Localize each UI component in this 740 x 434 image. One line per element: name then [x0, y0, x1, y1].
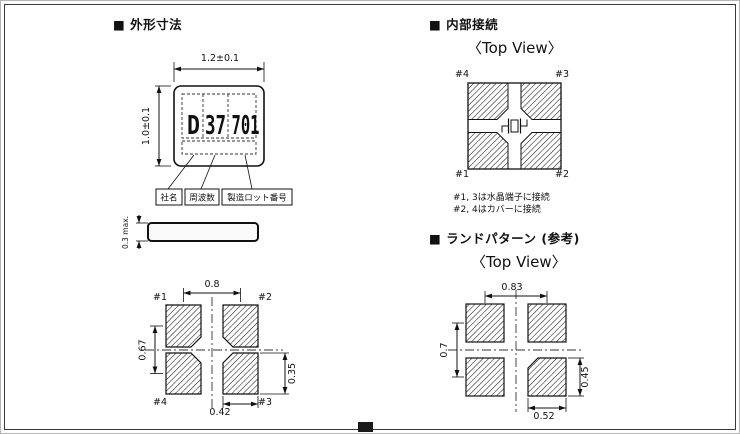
- dim-land-pad-width: 0.52: [527, 398, 567, 422]
- package-body: [173, 85, 265, 167]
- internal-pad-3: [520, 82, 562, 120]
- dim-package-height-value: 1.0±0.1: [141, 107, 152, 145]
- dim-pad-pitch-vertical: 0.67: [138, 325, 163, 374]
- label-frequency-text: 周波数: [189, 193, 215, 204]
- leader-line: [200, 154, 216, 190]
- dim-land-pad-height: 0.45: [568, 357, 591, 397]
- crystal-lead-right: [520, 119, 528, 127]
- land-topview-label: 〈Top View〉: [471, 253, 567, 271]
- outline-section-title: ■ 外形寸法: [113, 17, 183, 32]
- pad-1: [165, 304, 202, 348]
- land-section-title: ■ ランドパターン (参考): [429, 231, 580, 246]
- package-bottom-view-drawing: #1 #2 #4 #3 0.8 0.67 0.35 0.42: [138, 279, 299, 418]
- internal-section-title: ■ 内部接続: [429, 17, 499, 32]
- pad-4: [165, 352, 202, 395]
- pad-2: [222, 304, 259, 348]
- land-pad-bottom-left: [465, 357, 505, 397]
- label-company: 社名: [155, 188, 183, 206]
- dim-land-pad-w-value: 0.52: [533, 411, 554, 422]
- dim-pad-w-value: 0.42: [209, 407, 230, 418]
- label-company-text: 社名: [160, 193, 177, 204]
- land-pad-top-right: [527, 303, 567, 343]
- label-lot-text: 製造ロット番号: [227, 193, 287, 204]
- dim-package-height: 1.0±0.1: [141, 85, 171, 167]
- crystal-body: [510, 119, 519, 133]
- internal-pad-1: [467, 132, 509, 170]
- label-company-box: [155, 188, 183, 206]
- dim-pad-pitch-horizontal: 0.8: [183, 279, 241, 302]
- dim-land-pitch-h-value: 0.83: [501, 282, 522, 293]
- internal-pad-1-label: #1: [455, 169, 469, 180]
- leader-line: [167, 154, 195, 190]
- marking-company-code: D: [187, 111, 200, 141]
- crystal-symbol: [501, 118, 528, 134]
- marking-frequency-code: 37: [205, 111, 226, 141]
- package-side-body: [147, 222, 259, 242]
- internal-connection-drawing: #4 #3 #1 #2: [455, 69, 569, 180]
- footer-mark: [358, 422, 373, 432]
- dim-pad-h-value: 0.35: [287, 363, 298, 384]
- pad-4-label: #4: [153, 397, 167, 408]
- dim-land-pad-h-value: 0.45: [580, 366, 591, 387]
- pad-2-label: #2: [258, 292, 272, 303]
- marking-area-box: [181, 93, 257, 139]
- dim-pad-height: 0.35: [260, 352, 298, 395]
- dim-pitch-h-value: 0.8: [204, 279, 219, 290]
- dim-package-width: 1.2±0.1: [173, 53, 265, 82]
- internal-pad-2: [520, 132, 562, 170]
- internal-note-crystal: #1, 3は水晶端子に接続: [453, 193, 550, 203]
- label-lot: 製造ロット番号: [221, 188, 293, 206]
- dim-thickness-value: 0.3 max.: [121, 216, 130, 249]
- pad-3: [222, 352, 259, 395]
- internal-pad-4-label: #4: [455, 69, 469, 80]
- marking-area-box-2: [181, 140, 257, 155]
- land-pad-bottom-right: [527, 357, 567, 397]
- dim-land-pitch-vertical: 0.7: [439, 322, 464, 378]
- pad-1-label: #1: [153, 292, 167, 303]
- internal-pad-2-label: #2: [555, 169, 569, 180]
- crystal-lead-left: [501, 125, 509, 133]
- internal-pad-3-label: #3: [555, 69, 569, 80]
- dim-land-pitch-v-value: 0.7: [439, 342, 450, 357]
- internal-pad-4: [467, 82, 509, 120]
- label-frequency: 周波数: [184, 188, 220, 206]
- dim-land-pitch-horizontal: 0.83: [484, 282, 548, 303]
- dim-package-width-value: 1.2±0.1: [201, 53, 239, 64]
- package-top-view-drawing: 1.2±0.1 1.0±0.1 D 37 701 社名 周波数: [141, 53, 293, 206]
- label-frequency-box: [184, 188, 220, 206]
- land-pattern-drawing: 0.83 0.7 0.45 0.52: [439, 282, 591, 422]
- internal-topview-label: 〈Top View〉: [467, 39, 563, 57]
- package-side-view-drawing: 0.3 max.: [121, 215, 259, 249]
- label-lot-box: [221, 188, 293, 206]
- dim-package-thickness: 0.3 max.: [121, 215, 148, 249]
- marking-lot-code: 701: [232, 111, 260, 141]
- land-pad-top-left: [465, 303, 505, 343]
- leader-line: [244, 154, 253, 190]
- pad-3-label: #3: [258, 397, 272, 408]
- dim-pad-width: 0.42: [209, 396, 259, 418]
- internal-note-cover: #2, 4はカバーに接続: [453, 205, 541, 215]
- dim-pitch-v-value: 0.67: [138, 339, 149, 360]
